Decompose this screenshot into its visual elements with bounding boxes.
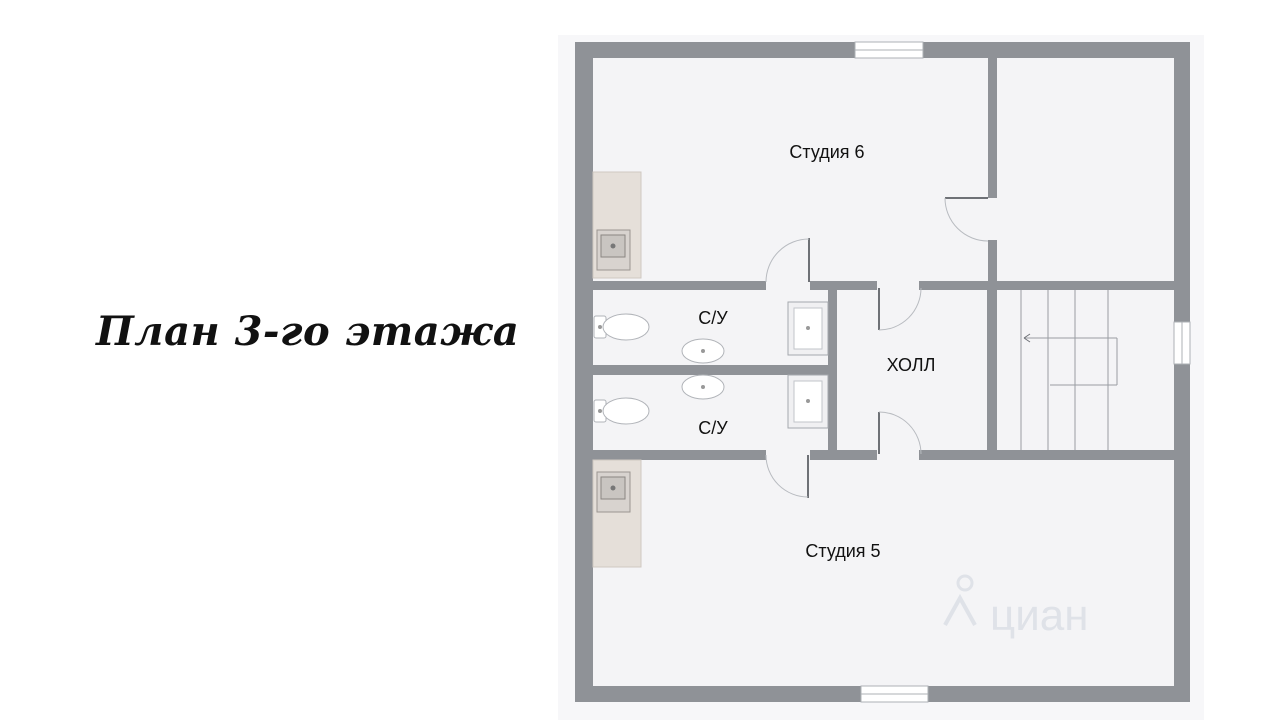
stairs <box>1020 290 1118 450</box>
door-bath-top <box>765 238 810 291</box>
kitchen-counter-top <box>592 171 642 279</box>
watermark-text: циан <box>990 591 1089 640</box>
window-top <box>854 41 924 59</box>
door-hall-bottom <box>877 411 922 460</box>
toilet-icon <box>593 313 650 341</box>
window-right <box>1173 321 1191 365</box>
cian-watermark: циан <box>943 574 1089 640</box>
room-stairs <box>997 290 1174 450</box>
room-top-right <box>997 58 1174 281</box>
door-studio6-right <box>944 197 997 242</box>
label-bath-bottom: С/У <box>698 418 728 438</box>
toilet-icon <box>593 397 650 425</box>
sink-icon <box>681 338 725 364</box>
label-studio-5: Студия 5 <box>805 541 880 561</box>
label-bath-top: С/У <box>698 308 728 328</box>
room-studio-5 <box>593 460 1174 686</box>
door-hall-top <box>877 281 922 331</box>
window-bottom <box>860 685 929 703</box>
plan-title: План 3-го этажа <box>96 308 520 355</box>
kitchen-counter-bottom <box>592 459 642 568</box>
label-hall: ХОЛЛ <box>887 355 936 375</box>
room-hall <box>837 290 987 450</box>
shower-icon <box>787 374 829 429</box>
label-studio-6: Студия 6 <box>789 142 864 162</box>
sink-icon <box>681 374 725 400</box>
shower-icon <box>787 301 829 356</box>
room-studio-6 <box>593 58 988 281</box>
door-studio5 <box>765 450 810 498</box>
